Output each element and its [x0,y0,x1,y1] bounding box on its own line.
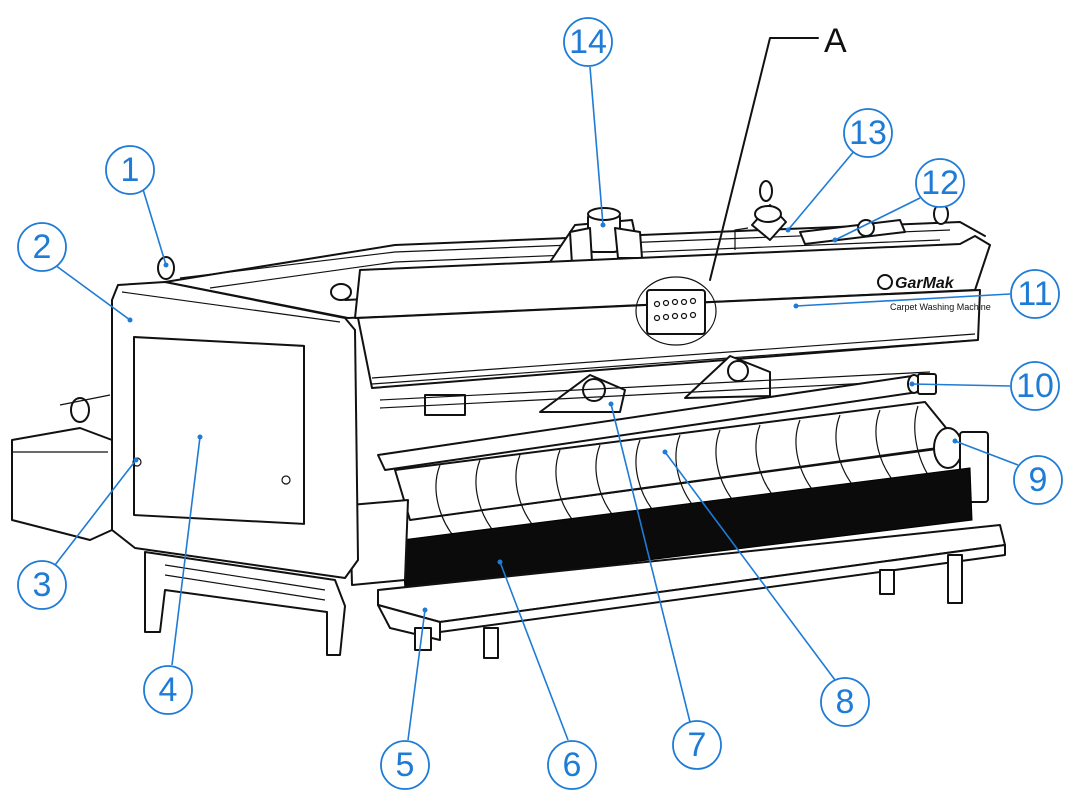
section-label-a: A [824,22,847,60]
callout-2: 2 [17,222,133,323]
lifting-eye-group [157,180,949,301]
svg-text:12: 12 [921,164,959,202]
brand-logo-text: GarMak [895,275,955,292]
svg-text:9: 9 [1029,461,1048,499]
callout-5: 5 [380,607,430,790]
svg-text:7: 7 [688,726,707,764]
svg-text:8: 8 [836,683,855,721]
control-panel-a [635,276,717,346]
callout-7: 7 [608,401,722,770]
callout-group: 1 2 3 4 5 6 7 [17,17,1063,790]
callout-3: 3 [17,457,139,610]
svg-text:6: 6 [563,746,582,784]
callout-12: 12 [832,158,965,243]
callout-9: 9 [952,438,1063,505]
svg-text:4: 4 [159,671,178,709]
svg-text:3: 3 [33,566,52,604]
brand-tagline: Carpet Washing Machine [890,302,991,312]
callout-11: 11 [793,269,1060,319]
svg-text:11: 11 [1017,275,1052,313]
left-cabinet [11,281,359,656]
callout-10: 10 [909,361,1060,411]
callout-13: 13 [785,108,893,233]
internal-brackets [379,355,931,416]
water-tray [349,499,1006,659]
callout-1: 1 [105,145,169,268]
svg-text:1: 1 [121,151,140,189]
svg-text:5: 5 [396,746,415,784]
svg-text:10: 10 [1016,367,1054,405]
callout-4: 4 [143,434,203,715]
brand-logo: GarMak Carpet Washing Machine [877,274,991,312]
callout-8: 8 [662,449,870,727]
callout-6: 6 [497,559,597,790]
svg-text:14: 14 [569,23,607,61]
svg-text:2: 2 [33,228,52,266]
section-marker-a: A [709,22,847,281]
callout-14: 14 [563,17,613,228]
svg-text:13: 13 [849,114,887,152]
upper-roller [377,373,937,471]
